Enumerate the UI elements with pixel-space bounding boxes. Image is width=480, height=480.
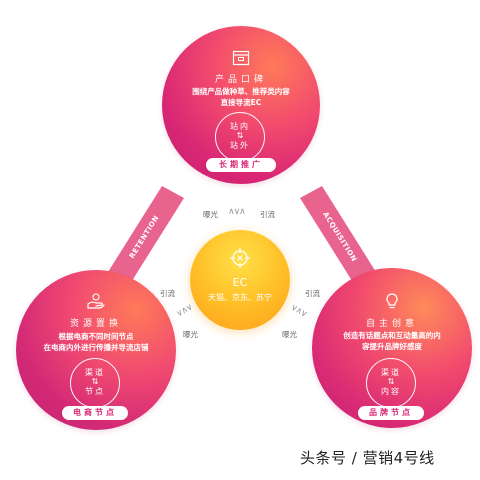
- swap-icon: ⇅: [91, 377, 99, 386]
- top-node-desc-1: 围绕产品做种草、推荐类内容: [192, 87, 290, 96]
- flow-left-bottom-label: 曝光: [183, 330, 198, 339]
- chevrons-right: ∨∧∨: [288, 302, 309, 320]
- center-node-title: EC: [232, 276, 248, 289]
- left-node-inner-line2: 节点: [85, 387, 105, 396]
- right-node-desc-1: 创造有话题点和互动量高的内: [343, 331, 441, 340]
- hand-icon: [87, 293, 105, 309]
- left-node-circle: 资源置换 根据电商不同时间节点 在电商内外进行传播并导流店铺 渠道 ⇅ 节点 电…: [16, 270, 176, 430]
- lightbulb-icon: [386, 293, 398, 309]
- flow-top-right-label: 引流: [260, 210, 275, 219]
- chevrons-top: ∧∨∧: [228, 207, 246, 217]
- flow-right-bottom-label: 曝光: [282, 330, 297, 339]
- acquisition-bar: ACQUISITION: [300, 186, 376, 284]
- top-node-inner-circle: 站内 ⇅ 站外: [215, 112, 265, 162]
- top-node-inner-line1: 站内: [230, 122, 250, 131]
- right-node-desc-2: 容提升品牌好感度: [362, 342, 422, 351]
- flow-top-left-label: 曝光: [203, 210, 218, 219]
- center-node-circle: EC 天猫、京东、苏宁: [190, 230, 290, 330]
- swap-icon: ⇅: [236, 131, 244, 140]
- right-node-inner-circle: 渠道 ⇅ 内容: [366, 358, 416, 408]
- left-node-desc-2: 在电商内外进行传播并导流店铺: [43, 343, 149, 352]
- top-node-title: 产品口碑: [214, 75, 267, 85]
- box-icon: [232, 50, 250, 66]
- right-node-inner-line2: 内容: [381, 387, 401, 396]
- crosshair-icon: [230, 248, 250, 268]
- top-node-circle: 产品口碑 围绕产品做种草、推荐类内容 直接导流EC 站内 ⇅ 站外 长期推广: [162, 26, 320, 184]
- left-node-inner-circle: 渠道 ⇅ 节点: [70, 358, 120, 408]
- retention-bar: RETENTION: [108, 186, 184, 284]
- right-node-pill: 品牌节点: [358, 406, 424, 420]
- right-node-circle: 自主创意 创造有话题点和互动量高的内 容提升品牌好感度 渠道 ⇅ 内容 品牌节点: [312, 268, 472, 428]
- watermark-text: 头条号 / 营销4号线: [300, 449, 435, 467]
- left-node-title: 资源置换: [69, 319, 122, 329]
- right-node-inner-line1: 渠道: [381, 368, 401, 377]
- left-node-pill: 电商节点: [62, 406, 128, 420]
- left-node-inner-line1: 渠道: [85, 368, 105, 377]
- right-node-title: 自主创意: [365, 319, 418, 329]
- top-node-desc-2: 直接导流EC: [220, 98, 262, 107]
- swap-icon: ⇅: [387, 377, 395, 386]
- center-node-subtitle: 天猫、京东、苏宁: [208, 293, 272, 302]
- left-node-desc-1: 根据电商不同时间节点: [58, 332, 134, 341]
- top-node-pill: 长期推广: [206, 158, 276, 172]
- flow-left-top-label: 引流: [160, 289, 175, 298]
- top-node-inner-line2: 站外: [230, 141, 250, 150]
- chevrons-left: ∨∧∨: [174, 302, 195, 320]
- flow-right-top-label: 引流: [305, 289, 320, 298]
